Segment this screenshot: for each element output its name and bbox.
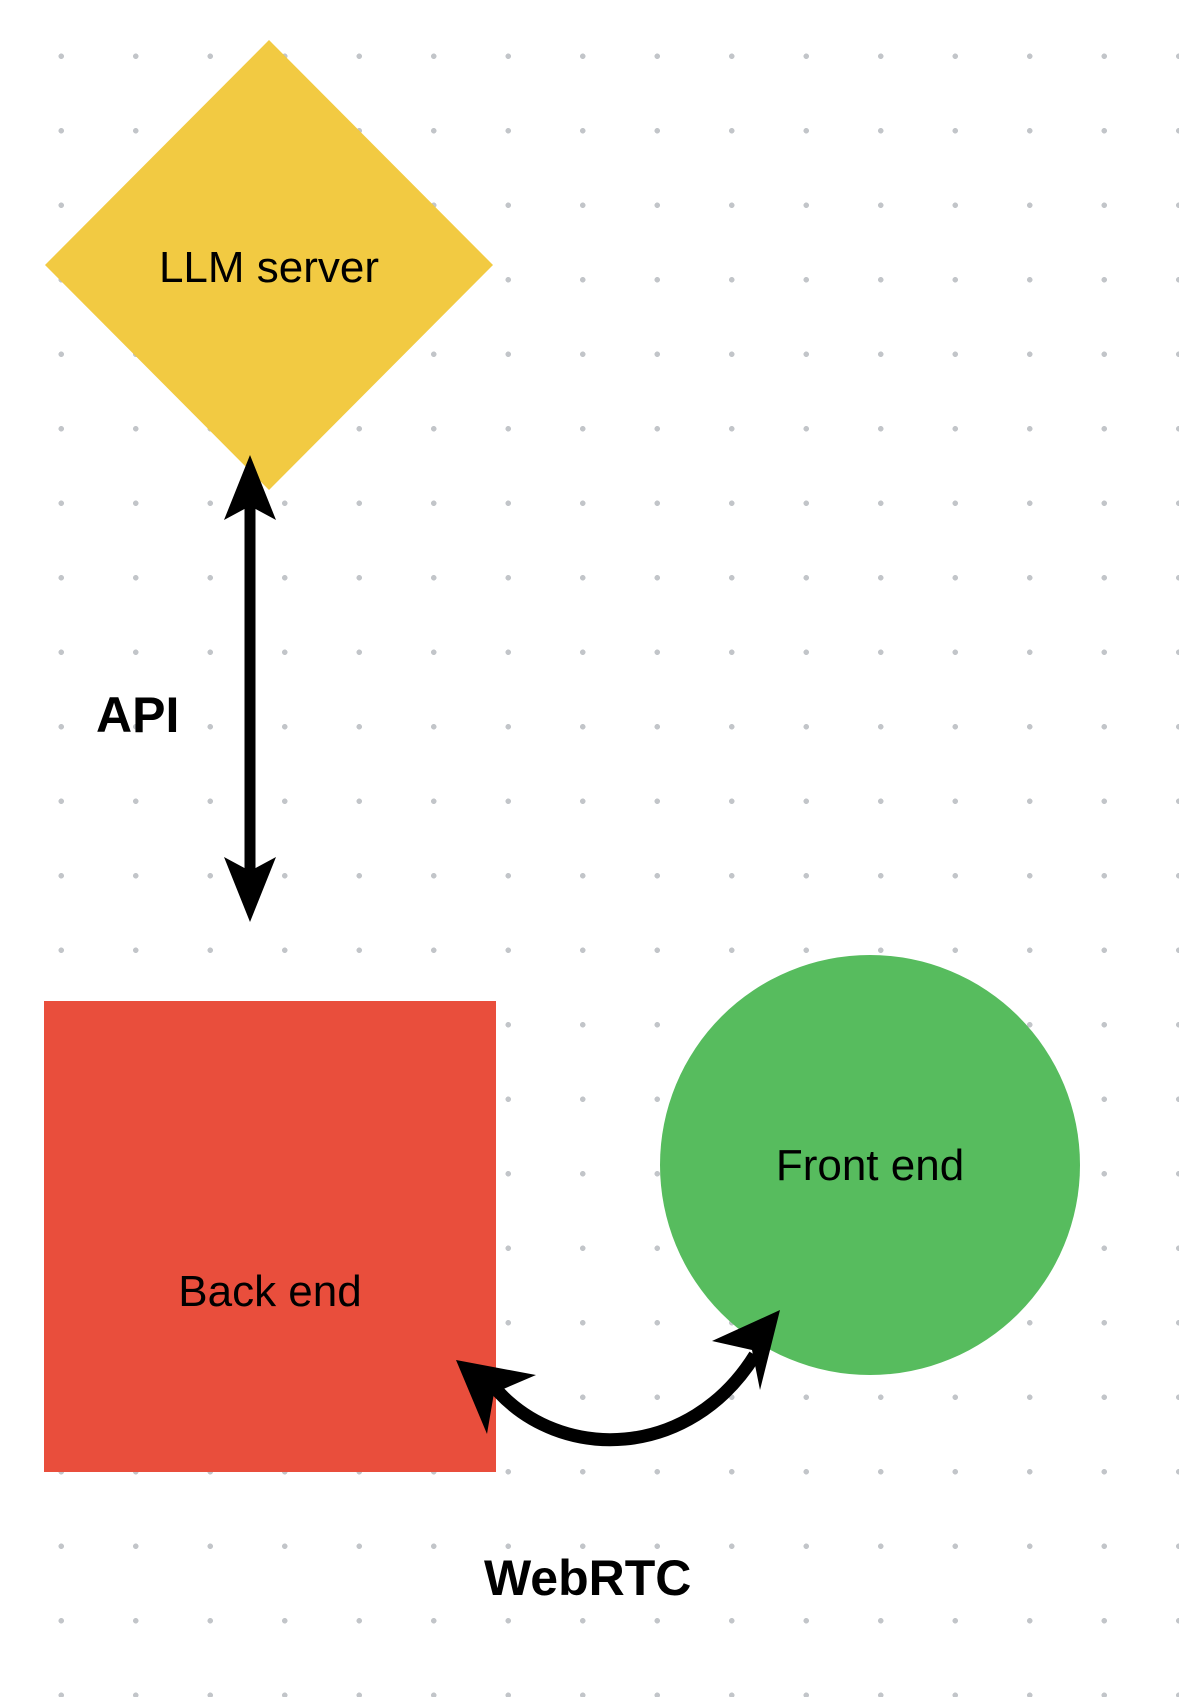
- node-llm-server-label: LLM server: [158, 243, 380, 292]
- edge-label-api: API: [96, 687, 180, 743]
- edge-api-arrow[interactable]: [224, 455, 276, 922]
- node-back-end-label: Back end: [178, 1267, 362, 1317]
- square-shape: [44, 1001, 496, 1472]
- node-llm-server[interactable]: LLM server: [45, 40, 493, 490]
- node-front-end-label: Front end: [775, 1141, 965, 1190]
- edge-api-arrowhead-down: [224, 857, 276, 922]
- node-front-end[interactable]: Front end: [660, 955, 1080, 1375]
- circle-shape: [660, 955, 1080, 1375]
- node-back-end[interactable]: Back end: [44, 1001, 496, 1472]
- edge-label-webrtc: WebRTC: [484, 1550, 692, 1606]
